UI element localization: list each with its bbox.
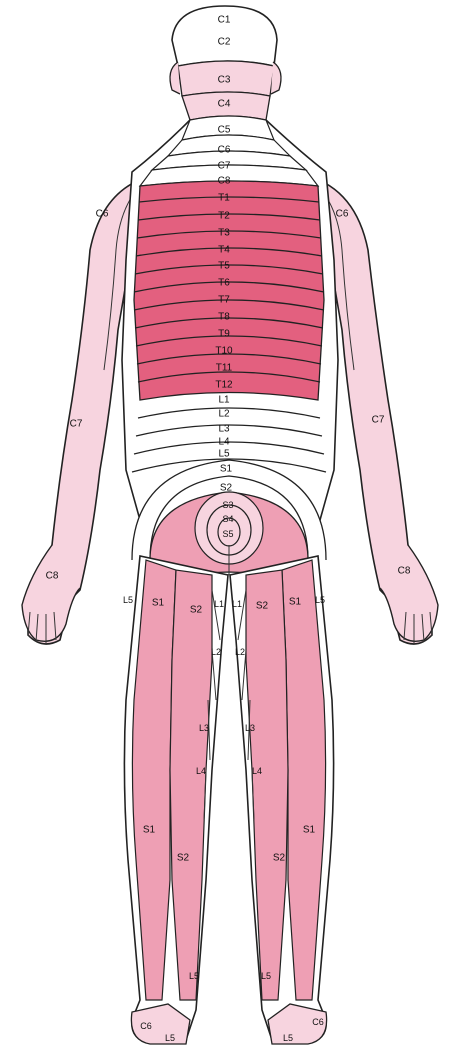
label-t7: T7 bbox=[218, 295, 230, 306]
label-s3: S3 bbox=[222, 500, 233, 510]
label-l5-left-hip: L5 bbox=[123, 595, 133, 605]
label-s1-right-calf: S1 bbox=[303, 825, 316, 836]
label-s1-left-calf: S1 bbox=[143, 825, 156, 836]
label-l1-right-inner: L1 bbox=[232, 599, 242, 609]
label-s1-left-thigh: S1 bbox=[152, 598, 165, 609]
label-t1: T1 bbox=[218, 193, 230, 204]
label-l1: L1 bbox=[218, 395, 230, 406]
label-s2-right-calf: S2 bbox=[273, 853, 286, 864]
label-t5: T5 bbox=[218, 261, 230, 272]
label-l3: L3 bbox=[218, 424, 230, 435]
label-l2-right-inner: L2 bbox=[235, 647, 245, 657]
label-l4-left-knee: L4 bbox=[196, 766, 206, 776]
label-s1: S1 bbox=[220, 464, 233, 475]
label-l5-left-ankle: L5 bbox=[189, 971, 199, 981]
label-c5: C5 bbox=[218, 125, 231, 136]
label-t3: T3 bbox=[218, 228, 230, 239]
label-l5-right-hip: L5 bbox=[315, 595, 325, 605]
label-l1-left-inner: L1 bbox=[214, 599, 224, 609]
label-t9: T9 bbox=[218, 329, 230, 340]
label-l4-right-knee: L4 bbox=[252, 766, 262, 776]
label-c6: C6 bbox=[218, 145, 231, 156]
label-s1-right-thigh: S1 bbox=[289, 597, 302, 608]
label-t6: T6 bbox=[218, 278, 230, 289]
label-t2: T2 bbox=[218, 211, 230, 222]
label-l5-right-foot: L5 bbox=[283, 1033, 293, 1043]
label-t11: T11 bbox=[216, 363, 233, 374]
label-t10: T10 bbox=[215, 346, 233, 357]
label-s5: S5 bbox=[222, 529, 233, 539]
right-leg bbox=[230, 556, 334, 1044]
label-c7-left-arm: C7 bbox=[70, 419, 83, 430]
label-l3-right-knee: L3 bbox=[245, 723, 255, 733]
label-s2-right-thigh: S2 bbox=[256, 601, 269, 612]
label-l3-left-knee: L3 bbox=[199, 723, 209, 733]
label-c7-right-arm: C7 bbox=[372, 415, 385, 426]
label-s2-left-thigh: S2 bbox=[190, 605, 203, 616]
label-l4: L4 bbox=[218, 437, 230, 448]
label-c1: C1 bbox=[218, 15, 231, 26]
label-c4: C4 bbox=[218, 99, 231, 110]
labels: C1 C2 C3 C4 C5 C6 C7 C8 C6 C6 C7 C7 C8 C… bbox=[46, 15, 411, 1044]
label-l5-right-ankle: L5 bbox=[261, 971, 271, 981]
label-l5-left-foot: L5 bbox=[165, 1033, 175, 1043]
label-c6-right-foot: C6 bbox=[312, 1017, 324, 1027]
label-l5: L5 bbox=[218, 449, 230, 460]
left-leg bbox=[124, 556, 228, 1044]
label-c8-right-hand: C8 bbox=[398, 566, 411, 577]
label-c7: C7 bbox=[218, 161, 231, 172]
label-c8-left-hand: C8 bbox=[46, 571, 59, 582]
label-c6-right-shoulder: C6 bbox=[336, 209, 349, 220]
label-s2-left-calf: S2 bbox=[177, 853, 190, 864]
label-s4: S4 bbox=[222, 514, 233, 524]
label-c2: C2 bbox=[218, 37, 231, 48]
label-c8: C8 bbox=[218, 176, 231, 187]
label-t12: T12 bbox=[215, 380, 233, 391]
label-c6-left-shoulder: C6 bbox=[96, 209, 109, 220]
label-t4: T4 bbox=[218, 245, 230, 256]
label-l2-left-inner: L2 bbox=[211, 647, 221, 657]
label-c6-left-foot: C6 bbox=[140, 1021, 152, 1031]
label-t8: T8 bbox=[218, 312, 230, 323]
label-l2: L2 bbox=[218, 409, 230, 420]
label-c3: C3 bbox=[218, 75, 231, 86]
label-s2: S2 bbox=[220, 483, 233, 494]
